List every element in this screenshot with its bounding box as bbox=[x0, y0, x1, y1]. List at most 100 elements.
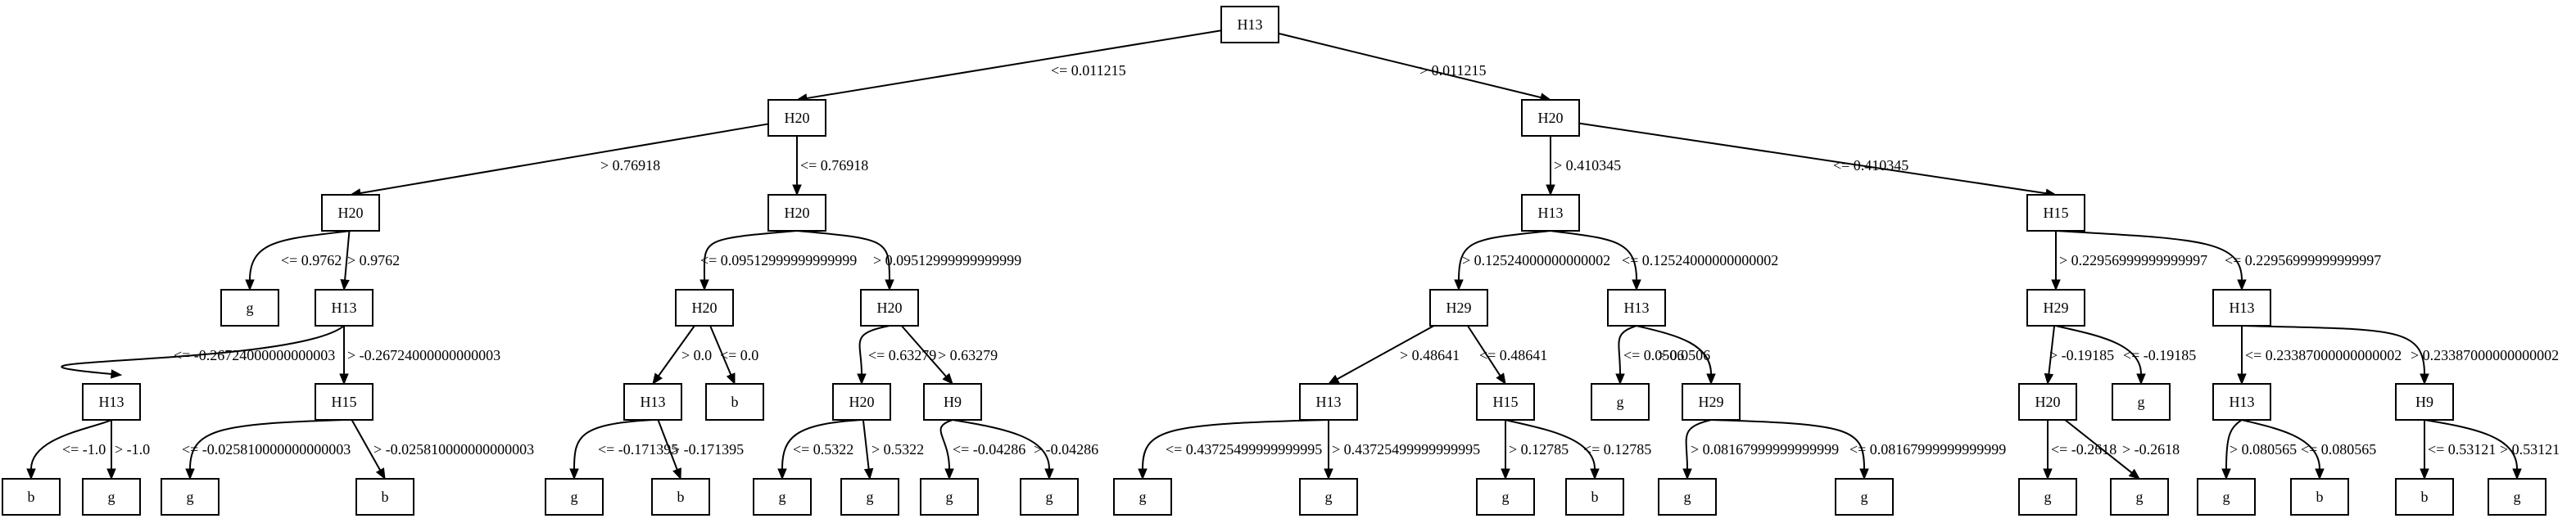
node-box bbox=[651, 478, 710, 516]
leaf-node: g bbox=[1658, 478, 1717, 516]
node-label: H20 bbox=[338, 205, 364, 221]
node-box bbox=[2110, 478, 2169, 516]
arrow-head-icon bbox=[885, 279, 894, 291]
tree-edge: <= 0.410345 bbox=[1578, 122, 2058, 198]
edge-line bbox=[1685, 419, 1712, 470]
node-label: g bbox=[1617, 394, 1624, 410]
leaf-node: b bbox=[1565, 478, 1624, 516]
node-box bbox=[1476, 383, 1535, 421]
leaf-node: g bbox=[753, 478, 812, 516]
edge-label: <= 0.09512999999999999 bbox=[700, 252, 857, 268]
node-box bbox=[623, 383, 682, 421]
edge-label: > -0.2618 bbox=[2122, 441, 2180, 458]
edge-line bbox=[1142, 419, 1329, 470]
tree-edge: <= -0.19185 bbox=[2055, 325, 2196, 385]
node-box bbox=[2395, 383, 2454, 421]
tree-edge: > 0.011215 bbox=[1278, 32, 1552, 102]
edge-line bbox=[1505, 419, 1596, 470]
edge-line bbox=[657, 419, 678, 471]
node-label: g bbox=[187, 489, 194, 505]
node-box bbox=[2197, 478, 2256, 516]
split-node: H15 bbox=[2026, 194, 2085, 232]
node-box bbox=[2018, 383, 2077, 421]
edge-line bbox=[573, 419, 654, 470]
edge-label: > 0.48641 bbox=[1400, 347, 1460, 363]
node-box bbox=[753, 478, 812, 516]
tree-edge: > 0.22956999999999997 bbox=[2051, 231, 2207, 291]
edge-label: > -0.025810000000000003 bbox=[373, 441, 534, 458]
split-node: H13 bbox=[1521, 194, 1580, 232]
arrow-head-icon bbox=[1327, 374, 1340, 385]
leaf-node: g bbox=[1835, 478, 1894, 516]
tree-edge: <= -0.025810000000000003 bbox=[182, 419, 351, 480]
edge-label: <= 0.080565 bbox=[2301, 441, 2376, 458]
edge-label: <= 0.23387000000000002 bbox=[2245, 347, 2402, 363]
edge-line bbox=[2225, 419, 2243, 470]
tree-edge: <= -0.04286 bbox=[939, 419, 1025, 480]
node-label: H13 bbox=[1624, 300, 1650, 316]
node-box bbox=[1020, 478, 1079, 516]
tree-edge: <= -0.26724000000000003 bbox=[61, 325, 345, 379]
edge-line bbox=[1636, 325, 1712, 375]
arrow-head-icon bbox=[1632, 279, 1641, 291]
node-label: H20 bbox=[692, 300, 718, 316]
node-label: g bbox=[1139, 489, 1147, 505]
tree-edge: > 0.43725499999999995 bbox=[1324, 420, 1480, 480]
tree-edge: > -0.171395 bbox=[657, 419, 744, 480]
edge-line bbox=[1458, 230, 1551, 281]
node-box bbox=[923, 383, 982, 421]
node-label: H20 bbox=[785, 110, 810, 126]
leaf-node: g bbox=[2197, 478, 2256, 516]
node-box bbox=[1521, 99, 1580, 137]
node-label: g bbox=[1046, 489, 1053, 505]
node-box bbox=[315, 289, 373, 327]
node-box bbox=[1521, 194, 1580, 232]
tree-edge: > -1.0 bbox=[106, 420, 150, 480]
node-label: g bbox=[1502, 489, 1510, 505]
node-label: g bbox=[108, 489, 115, 505]
split-node: H13 bbox=[2212, 383, 2271, 421]
node-box bbox=[2395, 478, 2454, 516]
node-label: b bbox=[2316, 489, 2324, 505]
edge-label: <= 0.63279 bbox=[868, 347, 936, 363]
arrow-head-icon bbox=[2237, 279, 2247, 291]
edge-line bbox=[344, 230, 351, 281]
edge-label: <= 0.08167999999999999 bbox=[1849, 441, 2006, 458]
node-label: g bbox=[2223, 489, 2230, 505]
split-node: H20 bbox=[860, 289, 919, 327]
arrow-head-icon bbox=[2512, 468, 2522, 480]
edge-label: > 0.410345 bbox=[1554, 157, 1621, 174]
node-box bbox=[705, 383, 764, 421]
arrow-head-icon bbox=[942, 372, 953, 385]
tree-edge: <= 0.22956999999999997 bbox=[2055, 230, 2381, 291]
node-label: H20 bbox=[785, 205, 810, 221]
node-label: H20 bbox=[877, 300, 903, 316]
edge-line bbox=[189, 419, 345, 470]
edge-line bbox=[703, 230, 798, 281]
edge-line bbox=[658, 325, 695, 376]
split-node: H29 bbox=[2026, 289, 2085, 327]
edge-label: <= 0.0 bbox=[720, 347, 758, 363]
node-box bbox=[2018, 478, 2077, 516]
arrow-head-icon bbox=[1044, 468, 1054, 480]
arrow-head-icon bbox=[185, 468, 195, 480]
edge-label: <= -0.171395 bbox=[598, 441, 678, 458]
tree-edge: <= 0.0506 bbox=[1615, 325, 1684, 385]
tree-edge: > 0.48641 bbox=[1327, 325, 1460, 385]
leaf-node: g bbox=[2110, 478, 2169, 516]
tree-edge: <= 0.12524000000000002 bbox=[1550, 230, 1778, 291]
tree-edge: <= -0.2618 bbox=[2043, 420, 2116, 480]
arrow-head-icon bbox=[1501, 468, 1510, 480]
split-node: H13 bbox=[1607, 289, 1666, 327]
node-label: b bbox=[677, 489, 685, 505]
node-box bbox=[161, 478, 220, 516]
node-box bbox=[2026, 289, 2085, 327]
tree-edge: <= 0.011215 bbox=[795, 29, 1222, 103]
node-label: g bbox=[1684, 489, 1691, 505]
node-label: b bbox=[2421, 489, 2429, 505]
node-label: H13 bbox=[332, 300, 357, 316]
node-label: H9 bbox=[2415, 394, 2433, 410]
arrow-head-icon bbox=[375, 467, 386, 480]
